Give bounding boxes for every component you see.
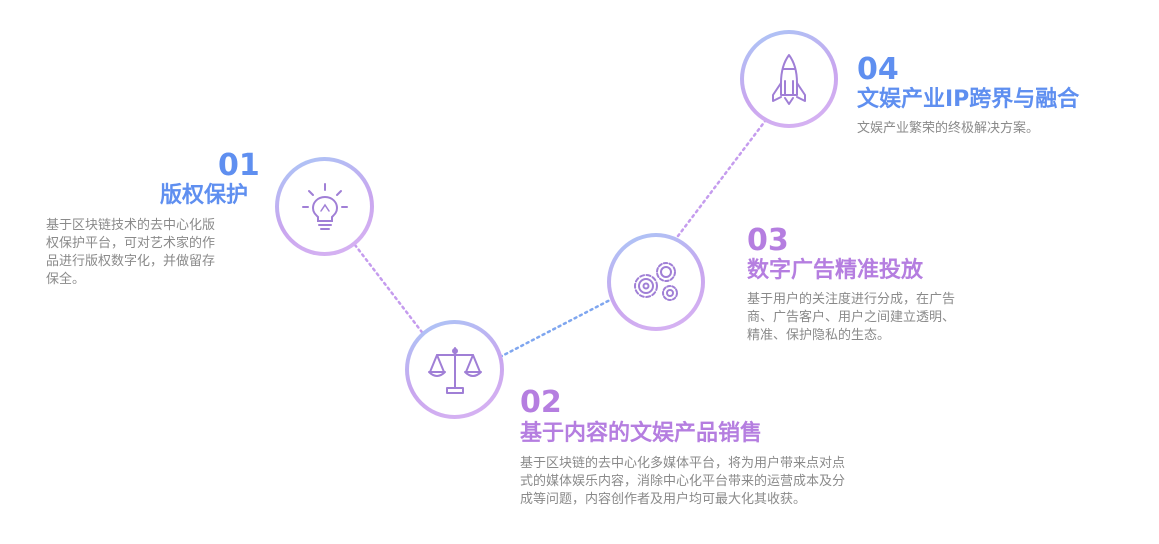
lightbulb-icon: [301, 182, 348, 230]
step-01-title: 版权保护: [160, 183, 249, 208]
step-03-title: 数字广告精准投放: [747, 258, 924, 283]
step-03-description: 基于用户的关注度进行分成，在广告 商、广告客户、用户之间建立透明、 精准、保护隐…: [747, 291, 955, 345]
step-01-number: 01: [218, 148, 260, 183]
desc-line: 基于区块链技术的去中心化版: [46, 218, 216, 233]
step-01-circle: [275, 157, 374, 256]
step-02-title: 基于内容的文娱产品销售: [520, 421, 763, 446]
step-02-number: 02: [520, 385, 562, 420]
desc-line: 商、广告客户、用户之间建立透明、: [747, 310, 956, 325]
desc-line: 保全。: [46, 272, 86, 287]
desc-line: 权保护平台，可对艺术家的作: [46, 236, 216, 251]
connector-03-04: [676, 106, 777, 238]
connector-01-02: [353, 243, 430, 342]
step-02-circle: [405, 320, 504, 419]
rocket-icon: [772, 54, 806, 105]
desc-line: 成等问题，内容创作者及用户均可最大化其收获。: [520, 492, 807, 507]
step-03-number: 03: [747, 223, 789, 258]
gears-icon: [634, 262, 678, 301]
step-04-description: 文娱产业繁荣的终极解决方案。: [857, 120, 1039, 138]
step-04-title: 文娱产业IP跨界与融合: [857, 87, 1080, 112]
step-01-description: 基于区块链技术的去中心化版 权保护平台，可对艺术家的作 品进行版权数字化，并做留…: [46, 217, 215, 289]
connector-02-03: [498, 298, 612, 359]
step-02-description: 基于区块链的去中心化多媒体平台，将为用户带来点对点 式的媒体娱乐内容，消除中心化…: [520, 455, 845, 509]
step-04-number: 04: [857, 52, 899, 87]
scales-icon: [427, 346, 482, 394]
desc-line: 基于区块链的去中心化多媒体平台，将为用户带来点对点: [520, 456, 846, 471]
step-03-circle: [607, 233, 705, 331]
desc-line: 基于用户的关注度进行分成，在广告: [747, 292, 956, 307]
desc-line: 品进行版权数字化，并做留存: [46, 254, 216, 269]
desc-line: 式的媒体娱乐内容，消除中心化平台带来的运营成本及分: [520, 474, 846, 489]
desc-line: 文娱产业繁荣的终极解决方案。: [857, 121, 1040, 136]
desc-line: 精准、保护隐私的生态。: [747, 328, 891, 343]
step-04-circle: [740, 30, 838, 128]
